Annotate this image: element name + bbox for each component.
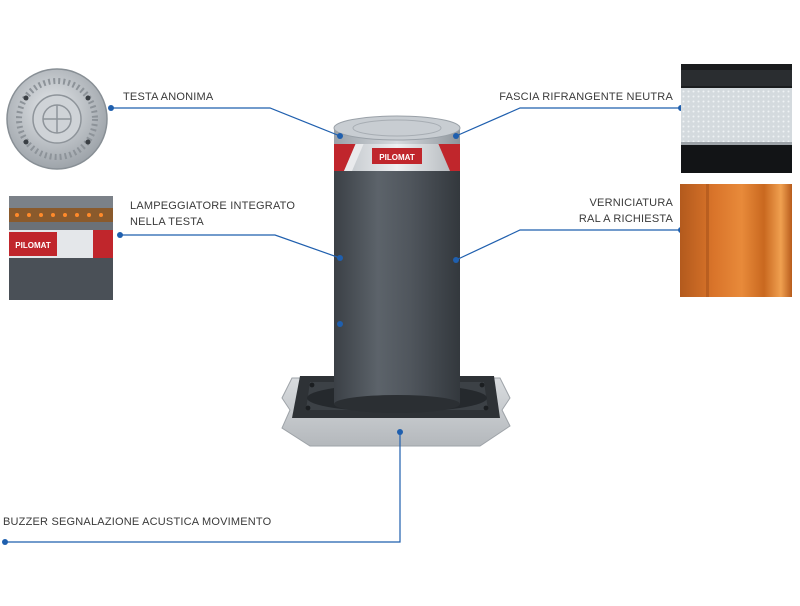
label-verniciatura: VERNICIATURA RAL A RICHIESTA <box>579 195 673 227</box>
fascia-text: FASCIA RIFRANGENTE NEUTRA <box>499 91 673 103</box>
flashing-light-photo: PILOMAT <box>9 196 113 300</box>
reflective-band-photo <box>681 64 792 173</box>
buzzer-text: BUZZER SEGNALAZIONE ACUSTICA MOVIMENTO <box>3 516 272 528</box>
verniciatura-line2: RAL A RICHIESTA <box>578 213 673 225</box>
label-fascia: FASCIA RIFRANGENTE NEUTRA <box>499 89 673 105</box>
lampeggiatore-line2: NELLA TESTA <box>130 216 204 228</box>
band-logo-text: PILOMAT <box>379 153 415 162</box>
ral-paint-photo <box>680 184 792 297</box>
testa-anonima-text: TESTA ANONIMA <box>123 91 214 103</box>
bollard-head <box>333 115 461 144</box>
leader-lines <box>5 107 681 543</box>
lampeggiatore-line1: LAMPEGGIATORE INTEGRATO <box>130 200 296 212</box>
verniciatura-line1: VERNICIATURA <box>589 197 673 209</box>
label-lampeggiatore: LAMPEGGIATORE INTEGRATO NELLA TESTA <box>130 198 295 230</box>
label-buzzer: BUZZER SEGNALAZIONE ACUSTICA MOVIMENTO <box>3 514 271 530</box>
head-cap-photo <box>4 66 110 172</box>
bollard-body <box>334 170 460 413</box>
label-testa-anonima: TESTA ANONIMA <box>123 89 213 105</box>
flash-logo-text: PILOMAT <box>15 241 51 250</box>
reflective-band <box>334 143 460 171</box>
